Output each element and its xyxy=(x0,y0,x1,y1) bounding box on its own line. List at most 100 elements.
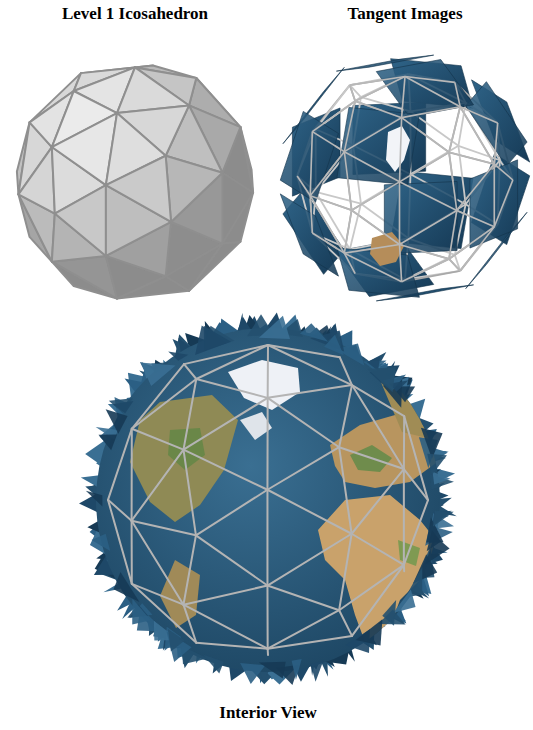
wire-edge xyxy=(402,118,449,153)
land-mass xyxy=(228,360,300,410)
wire-edge xyxy=(266,586,268,649)
wire-edge xyxy=(352,534,404,565)
front-wireframe xyxy=(297,77,513,282)
wire-edge xyxy=(449,152,457,210)
wire-edge xyxy=(344,101,355,152)
wire-edge xyxy=(399,152,449,182)
wire-edge xyxy=(460,107,494,164)
shard xyxy=(259,662,286,679)
wire-edge xyxy=(449,210,457,258)
wire-edge xyxy=(352,210,400,244)
shard xyxy=(132,599,151,625)
wire-edge xyxy=(494,123,497,164)
wire-edge xyxy=(340,357,352,385)
shard xyxy=(204,326,231,351)
wire-edge xyxy=(312,233,344,253)
wire-edge xyxy=(297,176,310,196)
wire-edge xyxy=(494,164,513,180)
wireframe xyxy=(108,345,428,655)
shard xyxy=(240,663,265,684)
wire-edge xyxy=(131,429,133,521)
wire-edge xyxy=(344,152,351,211)
wire-edge xyxy=(184,345,268,364)
wire-edge xyxy=(184,364,196,379)
shard xyxy=(300,323,328,341)
wire-edge xyxy=(404,500,428,565)
tangent-shards xyxy=(79,313,457,685)
wire-edge xyxy=(196,345,268,379)
shard xyxy=(382,600,396,626)
globe xyxy=(96,328,440,672)
interior-view xyxy=(79,313,458,685)
shard xyxy=(109,398,133,413)
panel-title: Tangent Images xyxy=(347,4,462,24)
wire-edge xyxy=(132,450,184,521)
wire-edge xyxy=(399,245,449,259)
wire-edge xyxy=(344,152,399,182)
wire-edge xyxy=(352,385,404,469)
shard xyxy=(433,511,454,526)
wire-edge xyxy=(267,447,339,490)
icosahedron-face xyxy=(55,185,106,256)
wire-edge xyxy=(267,586,339,611)
wire-edge xyxy=(183,450,267,490)
wire-edge xyxy=(132,521,196,536)
icosahedron-face xyxy=(166,156,223,222)
wire-edge xyxy=(339,447,351,534)
wire-edge xyxy=(339,610,352,636)
wire-edge xyxy=(267,490,351,534)
shard xyxy=(168,351,188,360)
edge-shards xyxy=(86,314,454,685)
wire-edge xyxy=(132,364,184,429)
shard xyxy=(433,472,451,485)
wire-edge xyxy=(268,345,352,385)
wire-edge xyxy=(449,259,460,271)
shard xyxy=(204,326,235,351)
wire-edge xyxy=(344,245,399,254)
wire-edge xyxy=(352,385,404,416)
wire-edge xyxy=(403,469,405,565)
wire-edge xyxy=(350,77,405,86)
front-tangent-planes xyxy=(280,55,527,297)
wire-edge xyxy=(399,182,401,245)
label-holder: Tangent Images xyxy=(275,4,533,24)
wire-edge xyxy=(196,535,268,585)
wire-edge xyxy=(399,182,456,211)
shard xyxy=(203,655,224,674)
icosahedron-face xyxy=(18,147,54,213)
wire-edge xyxy=(267,345,269,398)
wire-edge xyxy=(493,164,495,227)
shard xyxy=(324,335,344,356)
wire-edge xyxy=(404,416,428,500)
tangent-plane xyxy=(466,82,527,167)
shard xyxy=(98,434,117,450)
icosahedron-face xyxy=(106,156,171,222)
land-mass xyxy=(318,495,440,650)
wire-edge xyxy=(399,210,456,244)
wire-edge xyxy=(310,196,351,210)
wire-edge xyxy=(183,450,195,536)
wire-edge xyxy=(183,398,267,450)
wire-edge xyxy=(457,210,495,226)
wire-edge xyxy=(310,132,312,196)
wire-edge xyxy=(455,82,460,106)
shard xyxy=(168,629,185,651)
panel-title: Level 1 Icosahedron xyxy=(62,4,208,24)
ice-patch xyxy=(386,126,410,172)
panel-title: Interior View xyxy=(219,703,316,723)
tangent-plane xyxy=(280,194,338,276)
wire-edge xyxy=(310,196,312,233)
wire-edge xyxy=(266,490,268,586)
wire-edge xyxy=(132,584,196,643)
wire-edge xyxy=(403,416,405,469)
shard xyxy=(393,590,416,614)
continents xyxy=(130,360,458,650)
wire-edge xyxy=(352,469,404,534)
shard xyxy=(421,428,443,459)
shard xyxy=(259,316,290,339)
shard xyxy=(92,534,111,551)
wire-edge xyxy=(196,379,267,398)
wire-edge xyxy=(108,429,132,500)
